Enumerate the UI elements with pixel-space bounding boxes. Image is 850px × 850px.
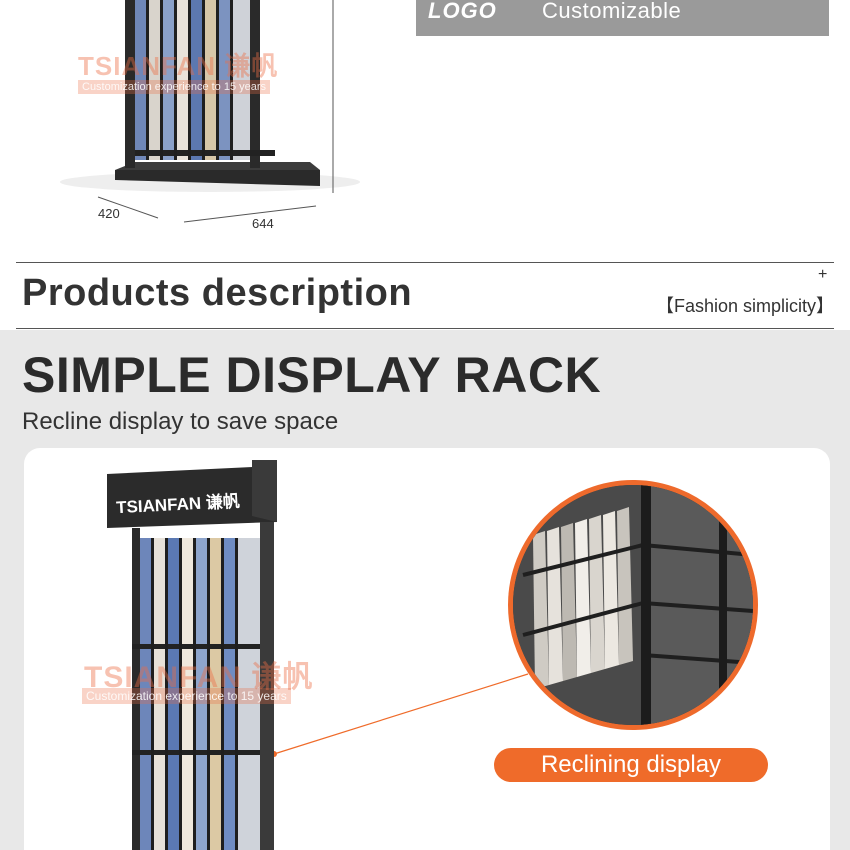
reclining-display-label: Reclining display [494,748,768,782]
section-tag: 【Fashion simplicity】 [656,296,835,316]
watermark-tagline-large: Customization experience to 15 years [82,688,291,704]
spec-row: LOGO Customizable [416,0,829,36]
spec-key: LOGO [428,0,497,23]
watermark-brand: TSIANFAN 谦帆 [78,51,279,81]
feature-section: SIMPLE DISPLAY RACK Recline display to s… [0,330,850,850]
feature-title: SIMPLE DISPLAY RACK [22,347,602,403]
spec-value: Customizable [542,0,682,23]
watermark-tagline: Customization experience to 15 years [78,80,271,94]
watermark-brand-large: TSIANFAN 谦帆 [84,661,314,694]
section-title: Products description [22,272,413,314]
divider-bottom [16,328,834,329]
width-dimension-label: 644 [252,216,274,231]
feature-card: TSIANFAN 谦帆 TSIANFAN 谦帆 Customization ex… [24,448,830,850]
rack-dimension-image [60,0,360,223]
depth-dimension-label: 420 [98,206,120,221]
divider-top [16,262,834,263]
feature-subtitle: Recline display to save space [22,408,339,435]
rack-front-image [107,460,277,850]
plus-icon: + [818,266,828,283]
product-spec-section: LOGO Customizable [0,0,850,330]
detail-zoom-image [508,480,758,730]
reclined-tiles-detail [513,485,753,725]
